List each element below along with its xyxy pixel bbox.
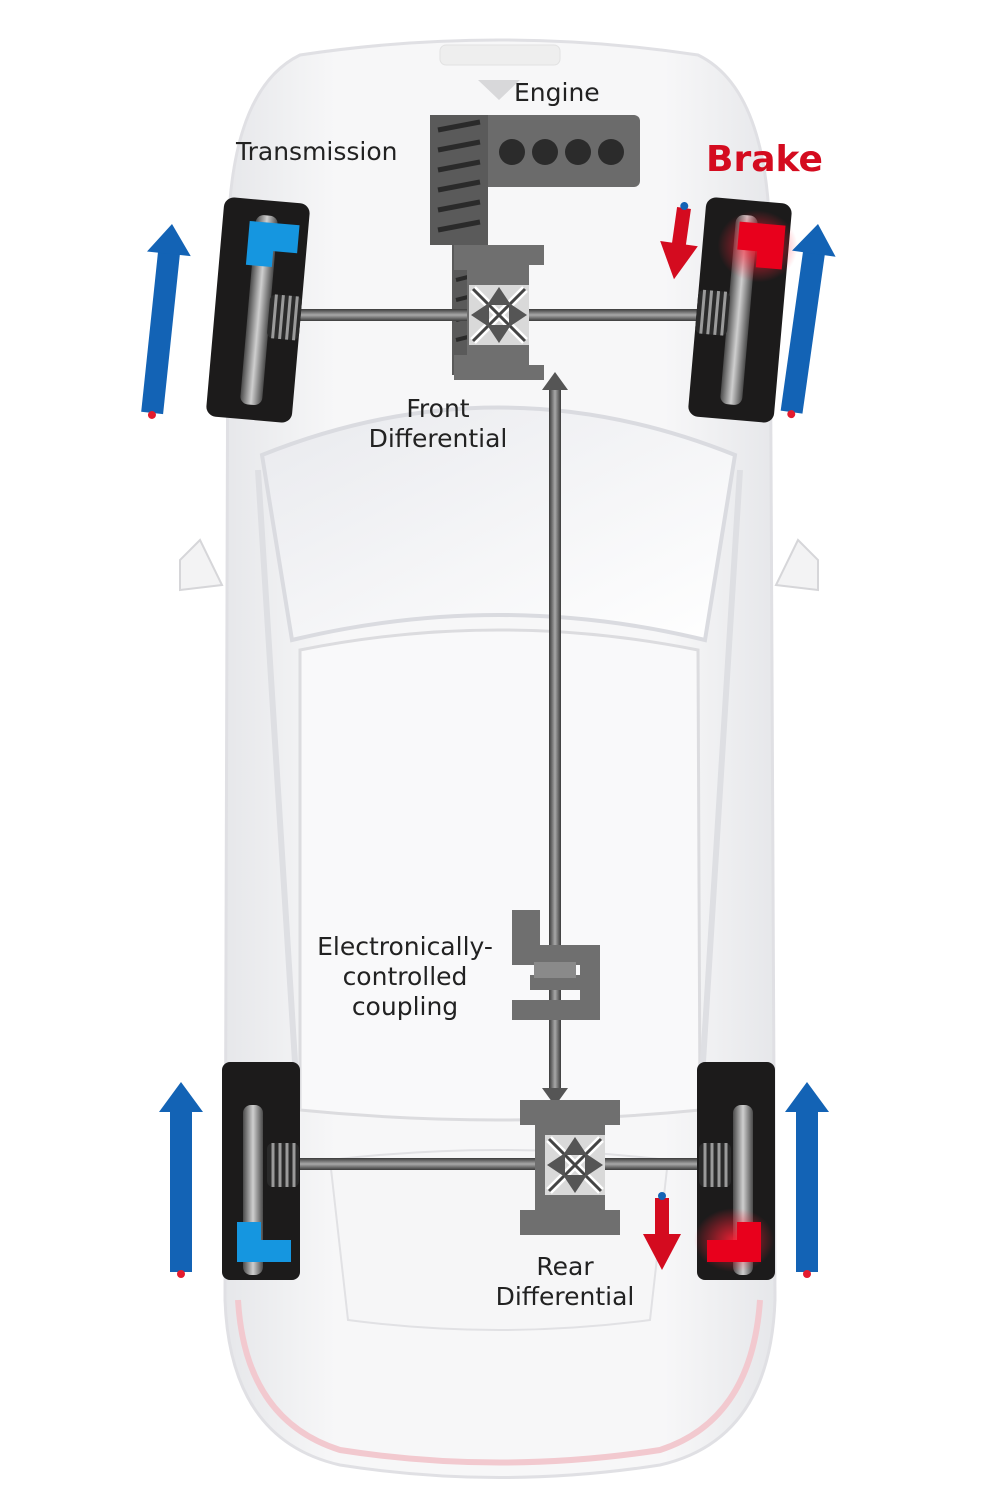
rear-axle [300, 1158, 700, 1170]
engine [482, 115, 640, 187]
brake-pad-front-right [737, 221, 786, 270]
rear-differential [520, 1100, 620, 1235]
brake-pad-rear-right [707, 1222, 761, 1262]
front-differential-label-line1: Front [406, 394, 470, 423]
rear-differential-label-line1: Rear [536, 1252, 594, 1281]
transmission-label: Transmission [236, 137, 398, 166]
front-differential-label: Front Differential [338, 394, 538, 454]
front-differential-label-line2: Differential [368, 424, 508, 453]
up-arrow-icon [159, 1082, 203, 1278]
rear-right-wheel [694, 1062, 775, 1280]
brake-label: Brake [706, 139, 823, 180]
coupling-label: Electronically- controlled coupling [300, 932, 510, 1022]
front-left-wheel [206, 197, 310, 423]
coupling-label-line1: Electronically- [317, 932, 493, 961]
front-differential [454, 245, 544, 380]
front-right-wheel [688, 197, 798, 423]
electronically-controlled-coupling [512, 910, 600, 1020]
up-arrow-icon [129, 221, 194, 422]
brake-pad-rear-left [237, 1222, 291, 1262]
coupling-label-line3: coupling [351, 992, 459, 1021]
rear-differential-label: Rear Differential [465, 1252, 665, 1312]
engine-label: Engine [514, 78, 600, 107]
up-arrow-icon [785, 1082, 829, 1278]
propeller-shaft [549, 390, 561, 1090]
rear-left-wheel [222, 1062, 301, 1280]
rear-differential-label-line2: Differential [495, 1282, 635, 1311]
brake-pad-front-left [245, 220, 300, 268]
coupling-label-line2: controlled [342, 962, 468, 991]
car-body [179, 38, 819, 1479]
